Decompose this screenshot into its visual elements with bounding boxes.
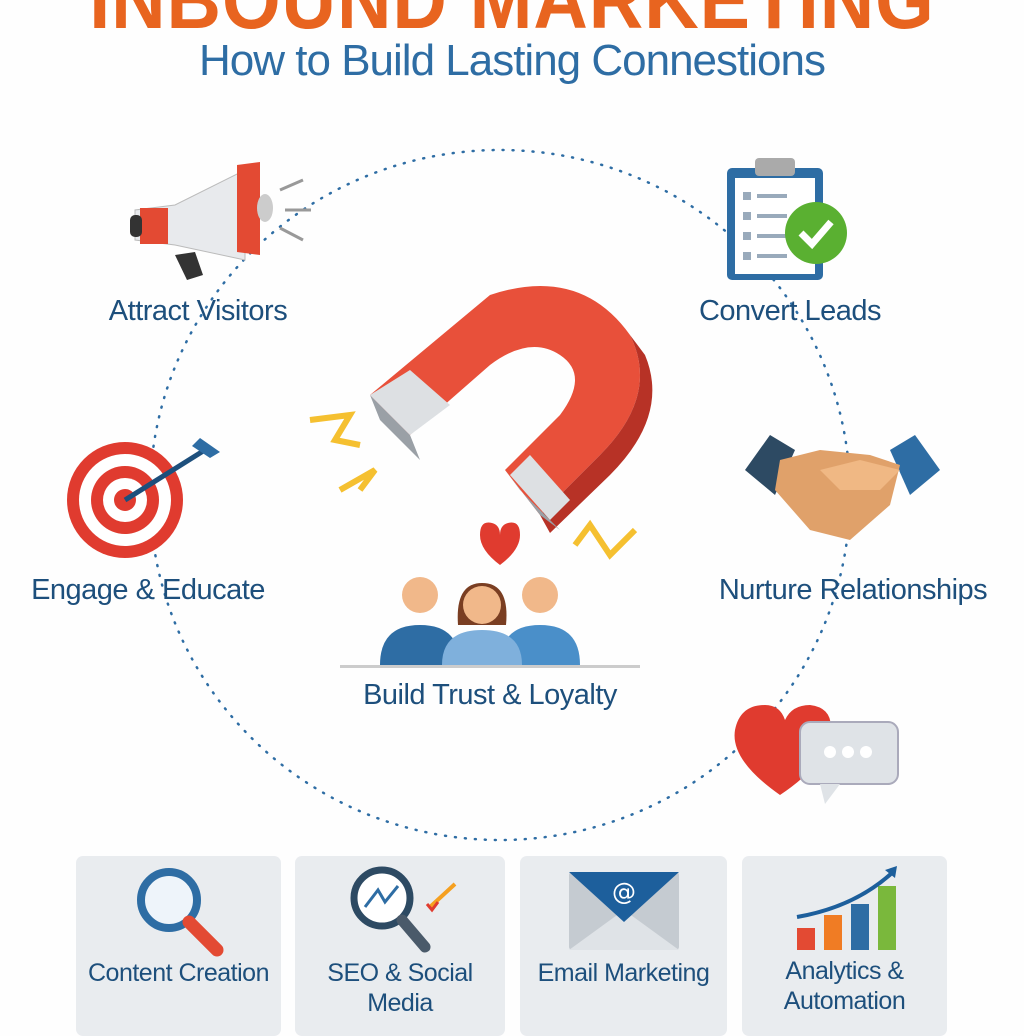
magnet-icon — [309, 286, 653, 560]
card-label: Email Marketing — [537, 959, 710, 987]
clipboard-check-icon — [727, 158, 847, 280]
card-analytics-automation: Analytics & Automation — [742, 856, 947, 1036]
page-subtitle: How to Build Lasting Connestions — [199, 36, 826, 85]
stage-label-nurture: Nurture Relationships — [718, 574, 988, 606]
handshake-icon — [745, 435, 940, 540]
target-arrow-icon — [67, 438, 220, 558]
card-content-creation: Content Creation — [76, 856, 281, 1036]
stage-label-convert: Convert Leads — [698, 295, 882, 327]
card-label: Analytics & Automation — [783, 957, 906, 1015]
bar-chart-icon — [796, 866, 897, 950]
magnifier-icon — [136, 868, 223, 957]
card-label: Content Creation — [87, 959, 270, 987]
stage-label-attract: Attract Visitors — [108, 295, 288, 327]
email-icon: @ — [568, 872, 679, 950]
seo-magnifier-icon — [350, 866, 457, 953]
page-title: INBOUND MARKETING — [89, 0, 935, 46]
svg-text:@: @ — [612, 878, 636, 906]
card-seo-social: SEO & Social Media — [295, 856, 505, 1036]
stage-label-engage: Engage & Educate — [31, 574, 265, 606]
heart-chat-icon — [734, 705, 899, 804]
card-label: SEO & Social Media — [327, 959, 473, 1017]
stage-label-trust: Build Trust & Loyalty — [363, 679, 617, 711]
megaphone-icon — [130, 162, 311, 280]
people-heart-icon — [340, 522, 640, 668]
card-email-marketing: @ Email Marketing — [520, 856, 727, 1036]
